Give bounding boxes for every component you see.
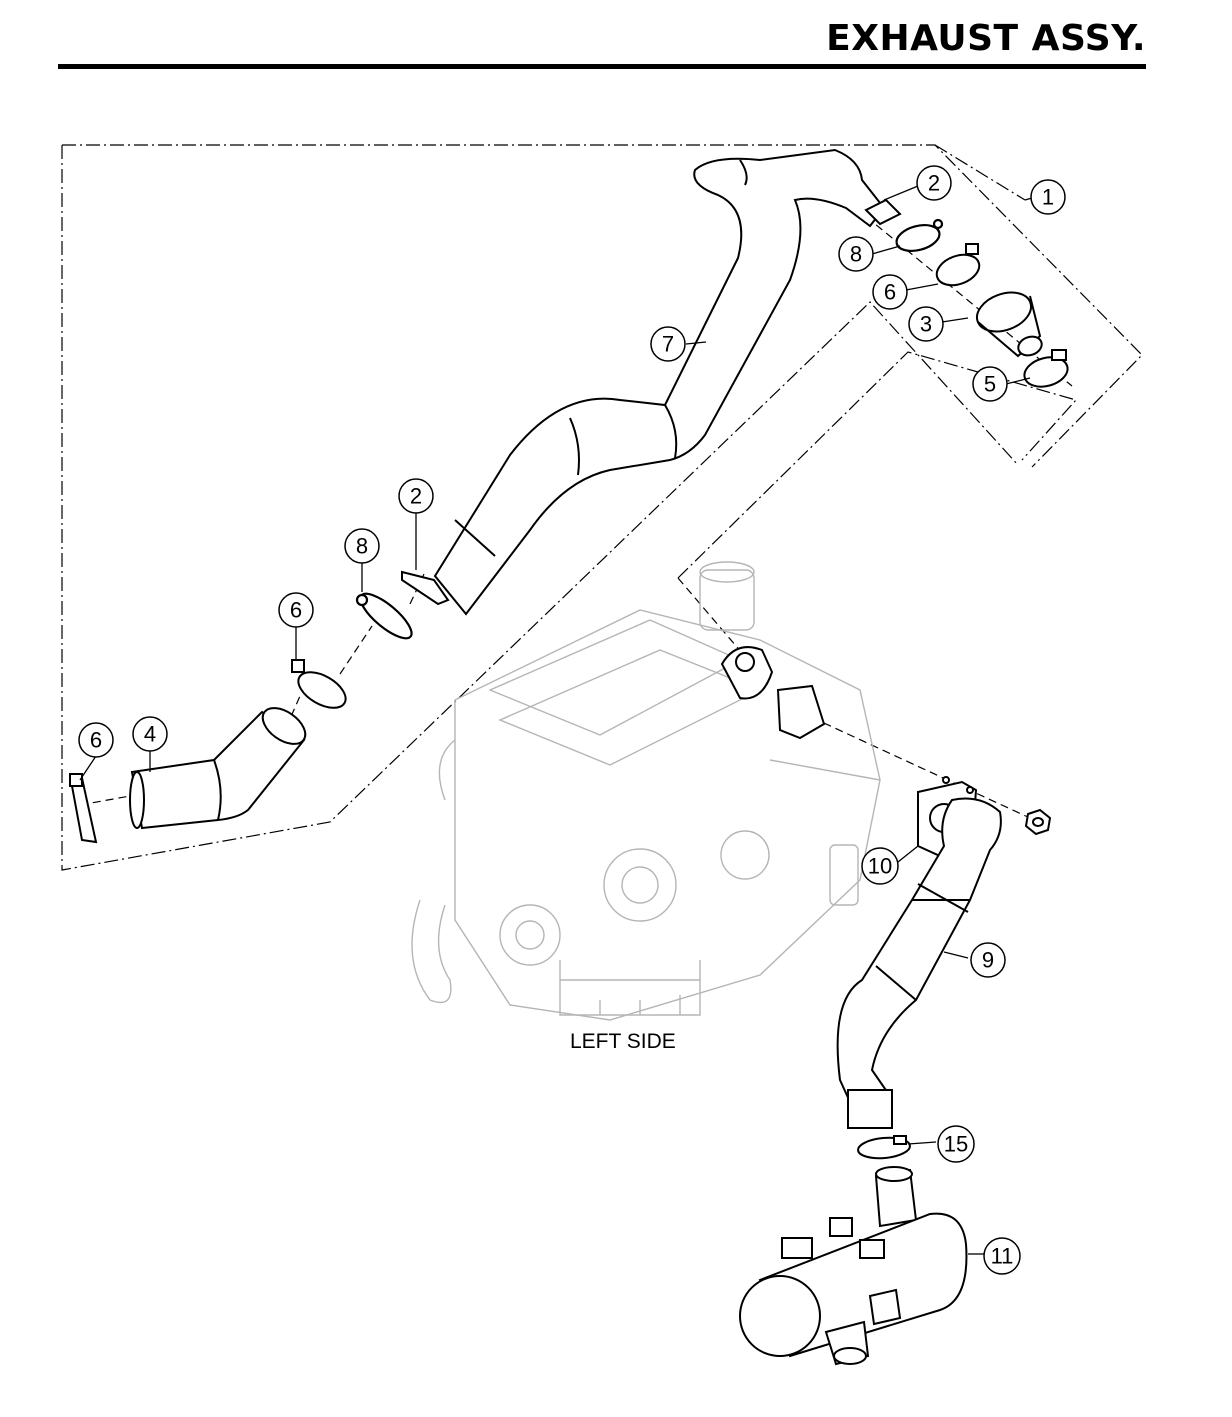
callout-2-lower: 2 — [398, 478, 434, 514]
page-title: EXHAUST ASSY. — [826, 18, 1146, 59]
callout-15: 15 — [937, 1125, 975, 1163]
callout-6-left: 6 — [78, 722, 114, 758]
svg-text:4: 4 — [144, 722, 156, 747]
callout-10: 10 — [861, 847, 899, 885]
callout-8-upper: 8 — [838, 236, 874, 272]
svg-text:3: 3 — [920, 312, 932, 337]
callout-3: 3 — [908, 306, 944, 342]
coupler-3 — [975, 291, 1043, 358]
turbo-outlet — [720, 646, 826, 740]
flex-pipe-9 — [836, 797, 1002, 1129]
clamp-8 — [355, 218, 944, 640]
callout-9: 9 — [970, 942, 1006, 978]
clamp-5 — [1023, 349, 1069, 388]
callout-6-upper: 6 — [872, 274, 908, 310]
svg-text:6: 6 — [884, 280, 896, 305]
muffler-11 — [739, 1166, 968, 1366]
callouts: 1 2 8 6 3 5 7 2 8 6 6 4 10 9 15 11 — [78, 165, 1066, 1275]
sleeve-2 — [401, 198, 902, 606]
callout-7: 7 — [650, 326, 686, 362]
svg-text:6: 6 — [290, 598, 302, 623]
callout-1: 1 — [1030, 179, 1066, 215]
svg-text:9: 9 — [982, 948, 994, 973]
svg-text:7: 7 — [662, 332, 674, 357]
callout-2-upper: 2 — [916, 165, 952, 201]
svg-text:15: 15 — [944, 1132, 968, 1157]
callout-8-lower: 8 — [344, 528, 380, 564]
engine-block — [411, 561, 881, 1021]
svg-text:8: 8 — [356, 534, 368, 559]
svg-text:2: 2 — [928, 171, 940, 196]
svg-text:2: 2 — [410, 484, 422, 509]
leader-lines — [79, 185, 1033, 1255]
svg-text:10: 10 — [868, 854, 892, 879]
clamp-15 — [857, 1135, 911, 1160]
exhaust-pipe-7 — [433, 148, 886, 616]
clamp-6 — [69, 243, 981, 844]
callout-4: 4 — [132, 716, 168, 752]
elbow-pipe-4 — [129, 707, 307, 830]
svg-text:1: 1 — [1042, 185, 1054, 210]
callout-6-middle: 6 — [278, 592, 314, 628]
callout-5: 5 — [972, 366, 1008, 402]
svg-text:5: 5 — [984, 372, 996, 397]
title-rule — [58, 64, 1146, 69]
left-side-label: LEFT SIDE — [570, 1030, 676, 1053]
svg-text:11: 11 — [991, 1244, 1014, 1269]
svg-text:8: 8 — [850, 242, 862, 267]
callout-11: 11 — [983, 1237, 1021, 1275]
nut — [1024, 808, 1052, 836]
svg-text:6: 6 — [90, 728, 102, 753]
